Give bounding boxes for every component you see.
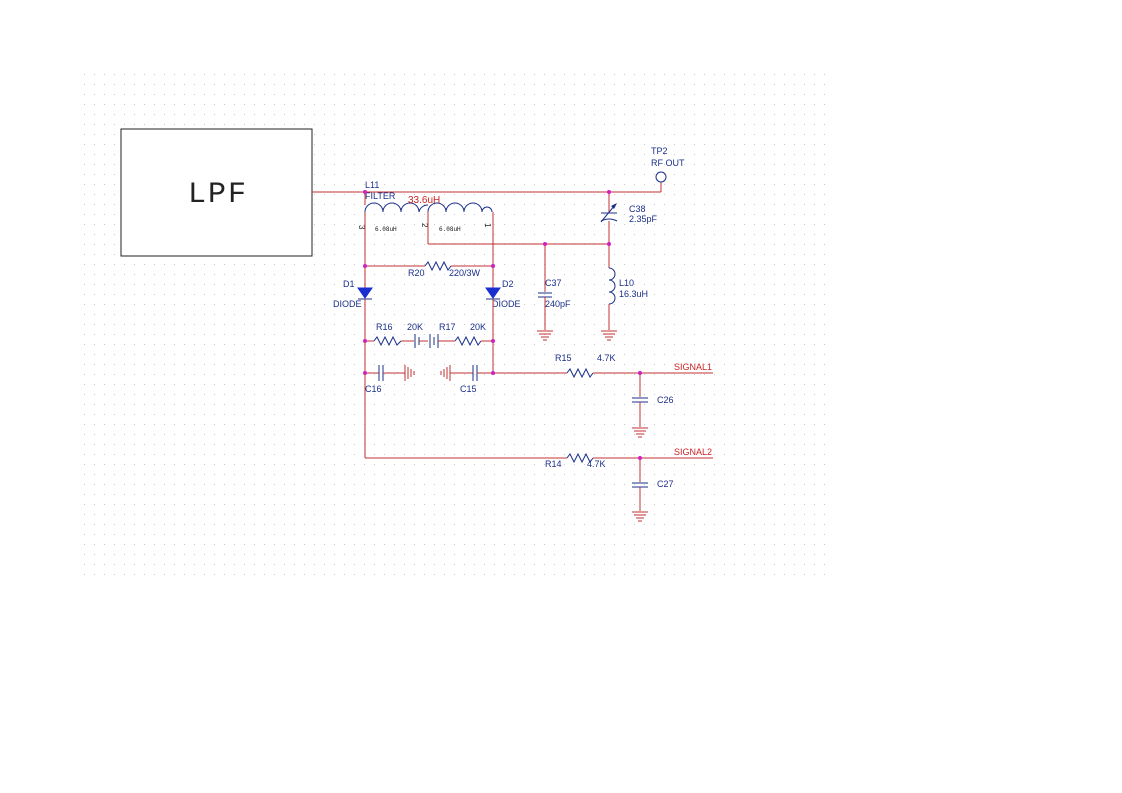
c38-value: 2.35pF [629, 214, 658, 224]
bias-battery-r16-r17 [414, 334, 439, 348]
c16-ref: C16 [365, 384, 382, 394]
resistor-r17[interactable] [454, 335, 482, 347]
l11-pin-1: 1 [483, 223, 492, 228]
junction-dot [543, 242, 547, 246]
test-point-tp2[interactable] [655, 171, 667, 183]
r15-value: 4.7K [597, 353, 616, 363]
l10-ref: L10 [619, 278, 634, 288]
l11-pin-2: 2 [420, 223, 429, 228]
l10-value: 16.3uH [619, 289, 648, 299]
junction-dot [363, 190, 367, 194]
c38-ref: C38 [629, 204, 646, 214]
junction-dot [638, 371, 642, 375]
resistor-r14[interactable] [566, 452, 594, 464]
ground-c37 [537, 330, 553, 341]
junction-dot [363, 371, 367, 375]
d2-type: DIODE [492, 299, 521, 309]
d1-type: DIODE [333, 299, 362, 309]
r17-ref: R17 [439, 322, 456, 332]
l11-type: FILTER [365, 191, 396, 201]
resistor-r20[interactable] [424, 260, 452, 272]
c26-ref: C26 [657, 395, 674, 405]
r17-value: 20K [470, 322, 486, 332]
junction-dots [363, 190, 642, 460]
ground-l10 [601, 330, 617, 341]
junction-dot [607, 190, 611, 194]
resistor-r15[interactable] [566, 367, 594, 379]
signal2-label: SIGNAL2 [674, 447, 712, 457]
r20-ref: R20 [408, 268, 425, 278]
c15-ref: C15 [460, 384, 477, 394]
ground-c16 [404, 365, 415, 381]
d1-ref: D1 [343, 279, 355, 289]
junction-dot [363, 339, 367, 343]
lpf-label: LPF [188, 178, 248, 212]
c27-ref: C27 [657, 479, 674, 489]
r14-value: 4.7K [587, 459, 606, 469]
r20-value: 220/3W [449, 268, 481, 278]
inductor-l11[interactable] [364, 202, 493, 213]
r14-ref: R14 [545, 459, 562, 469]
ground-c26 [632, 427, 648, 438]
l11-value: 33.6uH [408, 195, 440, 206]
junction-dot [638, 456, 642, 460]
l11-right-value: 6.08uH [439, 226, 461, 233]
tp2-ref: TP2 [651, 146, 668, 156]
l11-ref: L11 [365, 180, 379, 190]
r15-ref: R15 [555, 353, 572, 363]
lpf-block[interactable]: LPF [120, 128, 313, 257]
junction-dot [607, 242, 611, 246]
l11-left-value: 6.08uH [375, 226, 397, 233]
inductor-l10[interactable] [608, 267, 616, 305]
c37-value: 240pF [545, 299, 571, 309]
r16-ref: R16 [376, 322, 393, 332]
d2-ref: D2 [502, 279, 514, 289]
junction-dot [491, 371, 495, 375]
capacitor-c38[interactable] [600, 203, 618, 223]
junction-dot [491, 339, 495, 343]
resistor-r16[interactable] [373, 335, 402, 347]
junction-dot [491, 264, 495, 268]
signal1-label: SIGNAL1 [674, 362, 712, 372]
junction-dot [363, 264, 367, 268]
ground-c27 [632, 511, 648, 522]
c37-ref: C37 [545, 278, 562, 288]
r16-value: 20K [407, 322, 423, 332]
l11-pin-3: 3 [357, 225, 366, 230]
tp2-name: RF OUT [651, 158, 685, 168]
